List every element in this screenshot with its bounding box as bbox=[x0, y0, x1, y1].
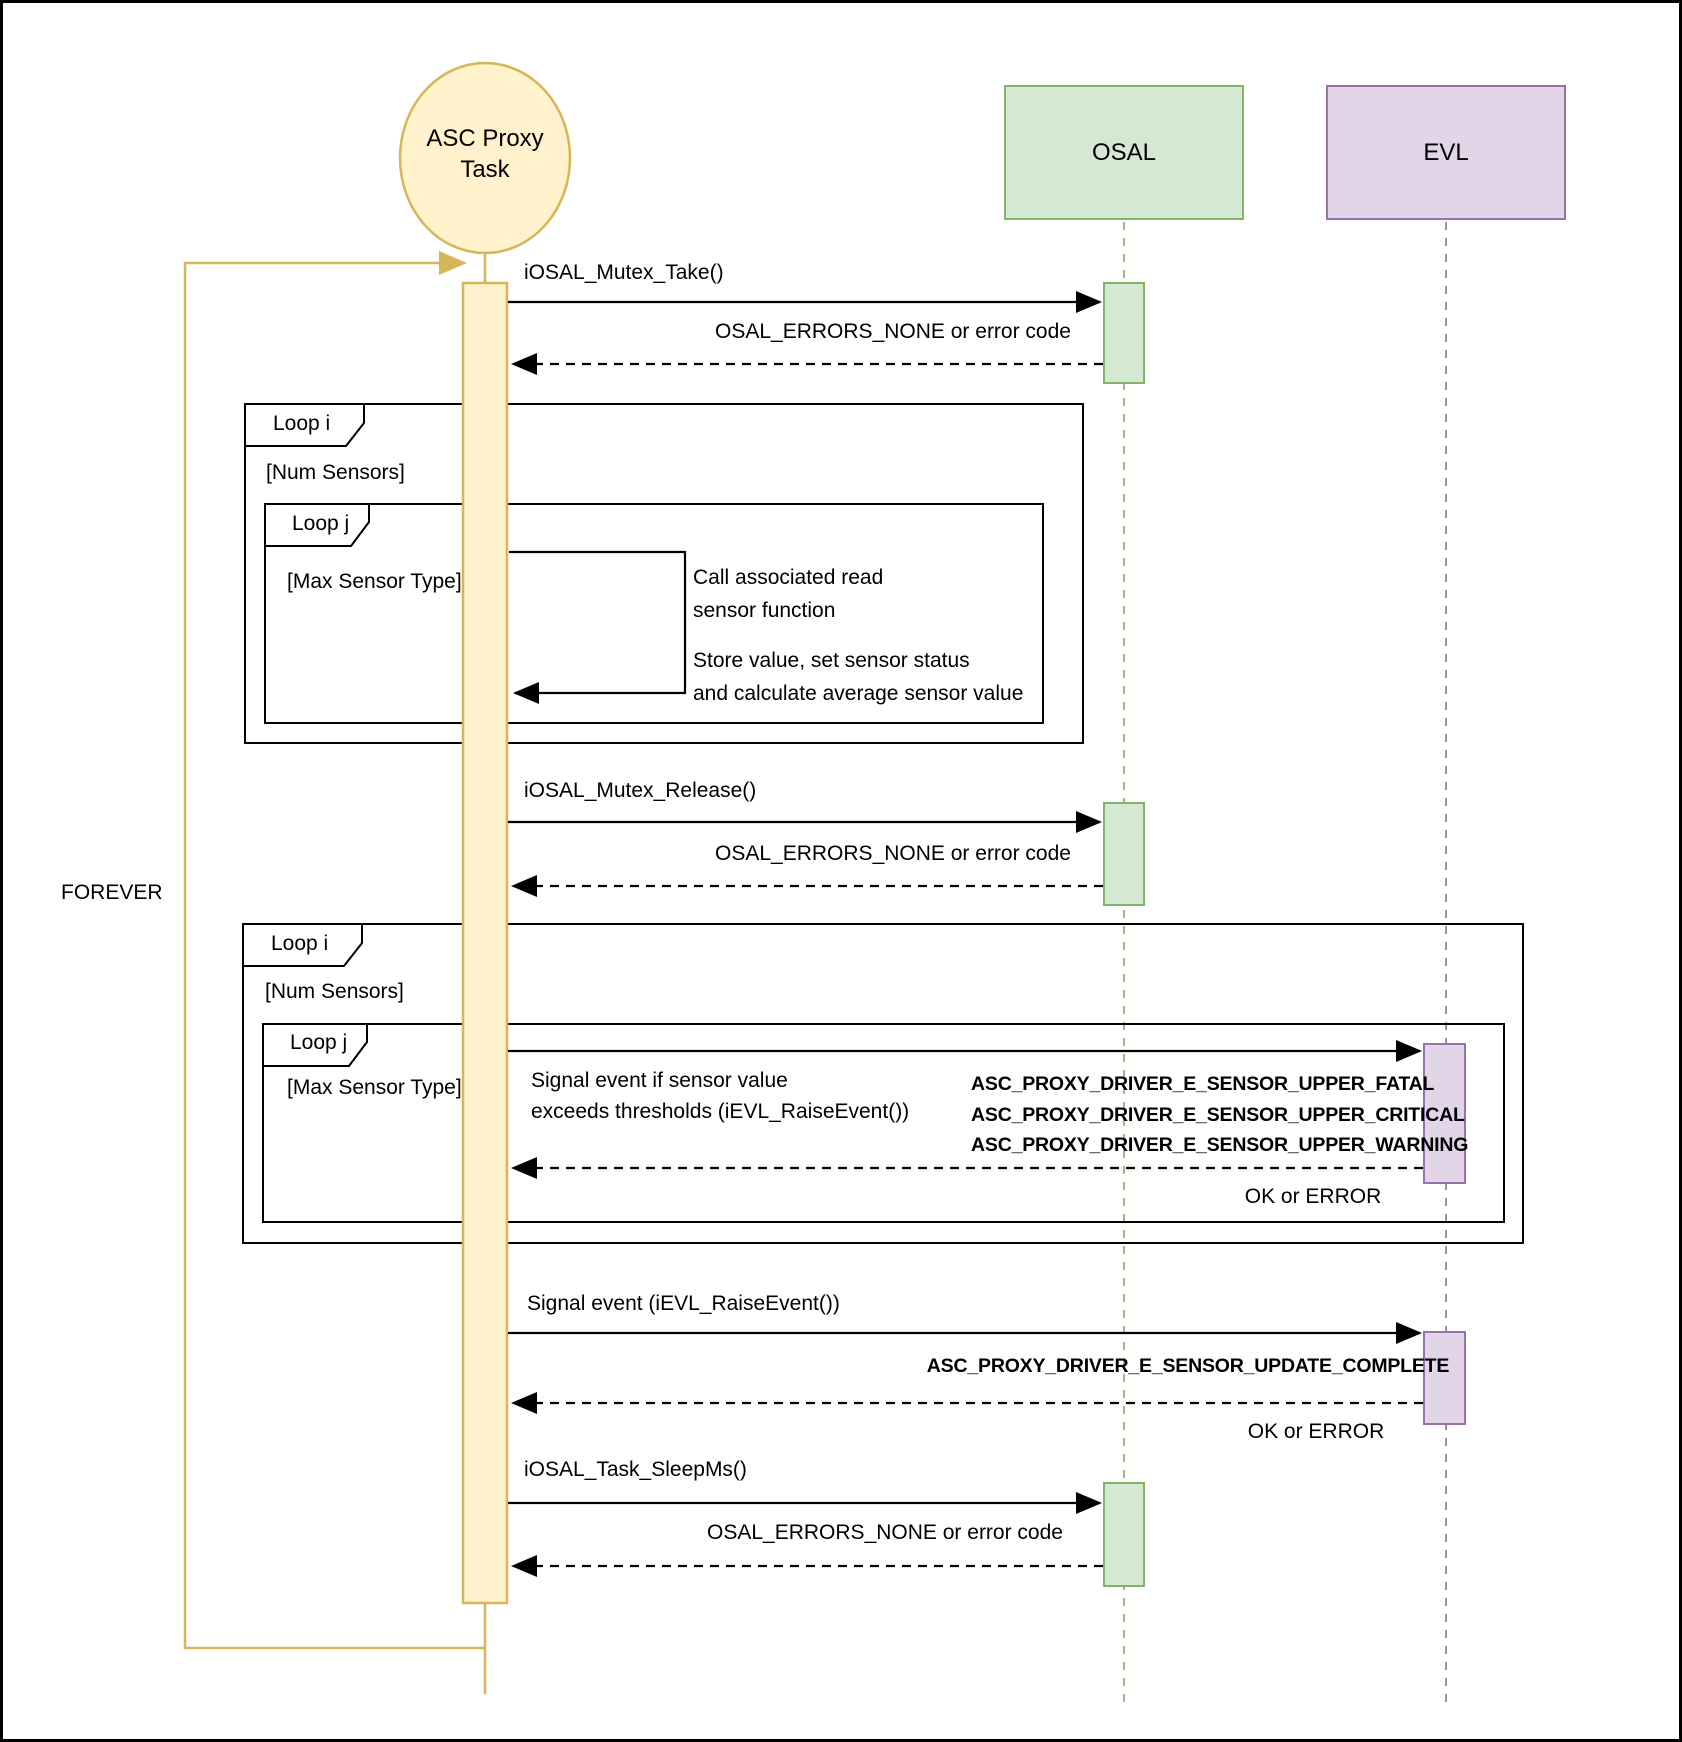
loop2-outer-label: Loop i bbox=[271, 932, 329, 955]
asc-proxy-task-actor bbox=[398, 61, 572, 255]
evl-actor: EVL bbox=[1326, 85, 1566, 220]
asc-actor-label: ASC Proxy Task bbox=[426, 123, 543, 185]
note-store-value-line2: and calculate average sensor value bbox=[693, 682, 1024, 705]
loop-tab-1-outer bbox=[244, 403, 365, 447]
loop1-outer-label: Loop i bbox=[273, 412, 331, 435]
osal-actor: OSAL bbox=[1004, 85, 1244, 220]
forever-label: FOREVER bbox=[61, 881, 163, 904]
note-read-sensor-line1: Call associated read bbox=[693, 566, 884, 589]
complete-event-name: ASC_PROXY_DRIVER_E_SENSOR_UPDATE_COMPLET… bbox=[926, 1355, 1450, 1377]
loop-tab-1-inner bbox=[264, 503, 370, 547]
note-store-value: Store value, set sensor status and calcu… bbox=[693, 644, 1023, 710]
forever-loop-arrow bbox=[183, 251, 485, 1650]
threshold-event-names: ASC_PROXY_DRIVER_E_SENSOR_UPPER_FATAL AS… bbox=[971, 1069, 1468, 1161]
loop-tab-2-outer bbox=[242, 923, 363, 967]
loop2-inner-label: Loop j bbox=[290, 1031, 348, 1054]
note-read-sensor-line2: sensor function bbox=[693, 599, 836, 622]
osal-activation-bar-3 bbox=[1103, 1482, 1145, 1587]
threshold-event-warning: ASC_PROXY_DRIVER_E_SENSOR_UPPER_WARNING bbox=[971, 1134, 1469, 1156]
message-label-signal-complete: Signal event (iEVL_RaiseEvent()) bbox=[527, 1292, 840, 1315]
message-label-signal-threshold-line1: Signal event if sensor value bbox=[531, 1069, 788, 1092]
return-label-task-sleep: OSAL_ERRORS_NONE or error code bbox=[707, 1521, 1063, 1544]
message-label-signal-threshold-line2: exceeds thresholds (iEVL_RaiseEvent()) bbox=[531, 1100, 910, 1123]
evl-actor-label: EVL bbox=[1423, 138, 1469, 166]
osal-actor-label: OSAL bbox=[1091, 138, 1157, 166]
evl-activation-bar-1 bbox=[1423, 1043, 1466, 1184]
return-label-complete: OK or ERROR bbox=[1247, 1420, 1385, 1443]
message-label-signal-threshold: Signal event if sensor value exceeds thr… bbox=[531, 1065, 909, 1127]
loop-frame-2-outer bbox=[242, 923, 1524, 1244]
evl-activation-bar-2 bbox=[1423, 1331, 1466, 1425]
threshold-event-fatal: ASC_PROXY_DRIVER_E_SENSOR_UPPER_FATAL bbox=[971, 1073, 1435, 1095]
loop1-inner-label: Loop j bbox=[292, 512, 350, 535]
loop-frame-1-inner bbox=[264, 503, 1044, 724]
loop-tab-2-inner bbox=[262, 1023, 368, 1067]
threshold-event-critical: ASC_PROXY_DRIVER_E_SENSOR_UPPER_CRITICAL bbox=[971, 1103, 1465, 1126]
message-label-mutex-take: iOSAL_Mutex_Take() bbox=[524, 261, 724, 284]
return-label-mutex-release: OSAL_ERRORS_NONE or error code bbox=[715, 842, 1071, 865]
message-label-mutex-release: iOSAL_Mutex_Release() bbox=[524, 779, 757, 802]
loop-frame-1-outer bbox=[244, 403, 1084, 744]
loop1-inner-guard: [Max Sensor Type] bbox=[287, 570, 462, 593]
osal-activation-bar-2 bbox=[1103, 802, 1145, 906]
note-store-value-line1: Store value, set sensor status bbox=[693, 649, 970, 672]
asc-actor-label-line2: Task bbox=[460, 156, 510, 183]
loop1-outer-guard: [Num Sensors] bbox=[266, 461, 405, 484]
return-label-threshold: OK or ERROR bbox=[1244, 1185, 1382, 1208]
loop-frame-2-inner bbox=[262, 1023, 1505, 1223]
loop2-inner-guard: [Max Sensor Type] bbox=[287, 1076, 462, 1099]
asc-actor-label-line1: ASC Proxy bbox=[426, 125, 544, 152]
return-label-mutex-take: OSAL_ERRORS_NONE or error code bbox=[715, 320, 1071, 343]
arrow-self-read-sensor bbox=[509, 550, 687, 704]
osal-activation-bar-1 bbox=[1103, 282, 1145, 384]
message-label-task-sleep: iOSAL_Task_SleepMs() bbox=[524, 1458, 747, 1481]
diagram-shapes-layer bbox=[183, 61, 1524, 1709]
note-read-sensor: Call associated read sensor function bbox=[693, 561, 883, 627]
loop2-outer-guard: [Num Sensors] bbox=[265, 980, 404, 1003]
asc-activation-bar bbox=[461, 281, 509, 1605]
